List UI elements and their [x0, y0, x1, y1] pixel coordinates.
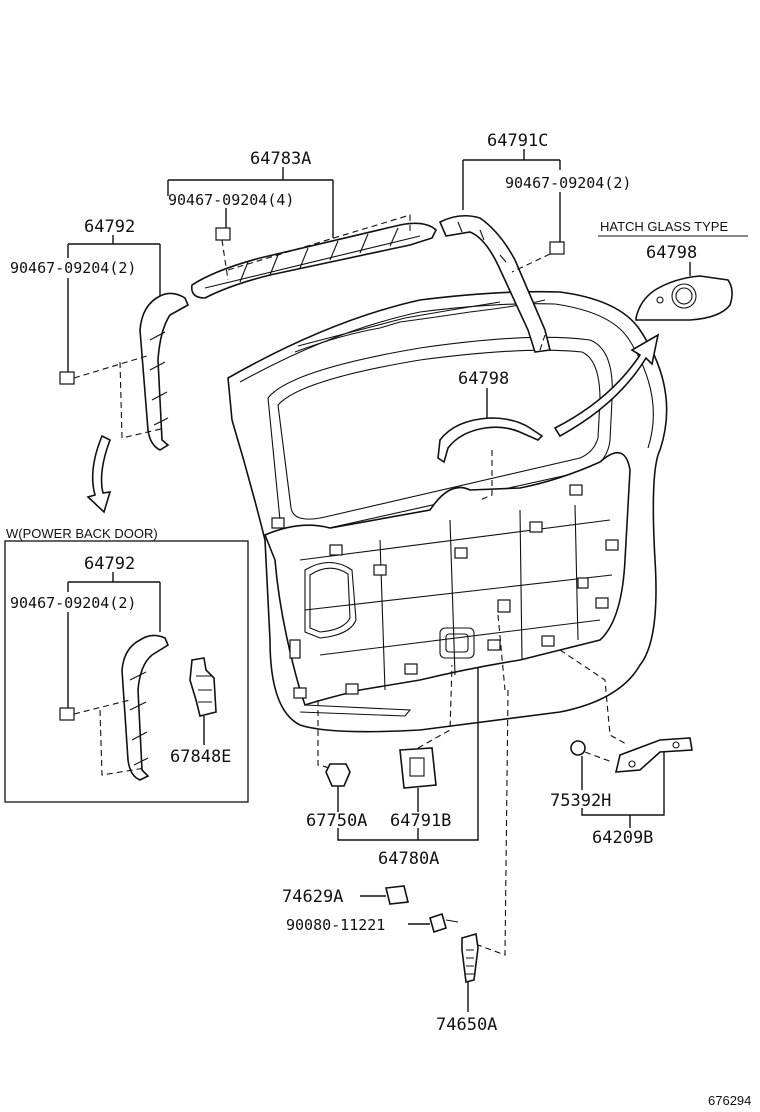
caption-power-back-door: W(POWER BACK DOOR) [6, 526, 158, 541]
hatch-glass-garnish [635, 275, 733, 321]
label-67750A: 67750A [306, 811, 367, 831]
label-90467-2-right: 90467-09204(2) [505, 174, 631, 192]
label-64783A: 64783A [250, 149, 311, 169]
label-64792-inset: 64792 [84, 554, 135, 574]
direction-arrows [86, 333, 660, 514]
label-90080-11221: 90080-11221 [286, 916, 385, 934]
label-90467-4: 90467-09204(4) [168, 191, 294, 209]
label-64798-hatch: 64798 [646, 243, 697, 263]
lower-small-parts [317, 614, 693, 983]
label-64798-center: 64798 [458, 369, 509, 389]
upper-garnish-64783A [190, 214, 437, 299]
trim-board-64780A [263, 452, 631, 717]
label-74650A: 74650A [436, 1015, 497, 1035]
leader-lines [67, 149, 691, 1012]
label-64791C: 64791C [487, 131, 548, 151]
garnish-64798-center [437, 417, 544, 501]
power-back-door-inset [4, 540, 249, 803]
side-garnish-64792-top [59, 292, 190, 451]
label-67848E: 67848E [170, 747, 231, 767]
label-64209B: 64209B [592, 828, 653, 848]
label-74629A: 74629A [282, 887, 343, 907]
part-labels: 64783A 90467-09204(4) 64791C 90467-09204… [6, 131, 751, 1108]
label-75392H: 75392H [550, 791, 611, 811]
label-90467-2-inset: 90467-09204(2) [10, 594, 136, 612]
side-garnish-64791C [438, 214, 565, 353]
board-clips [271, 484, 619, 699]
label-64780A: 64780A [378, 849, 439, 869]
diagram-id: 676294 [708, 1093, 751, 1108]
label-64792-top: 64792 [84, 217, 135, 237]
label-90467-2-left: 90467-09204(2) [10, 259, 136, 277]
label-64791B: 64791B [390, 811, 451, 831]
caption-hatch-glass-type: HATCH GLASS TYPE [600, 219, 728, 234]
